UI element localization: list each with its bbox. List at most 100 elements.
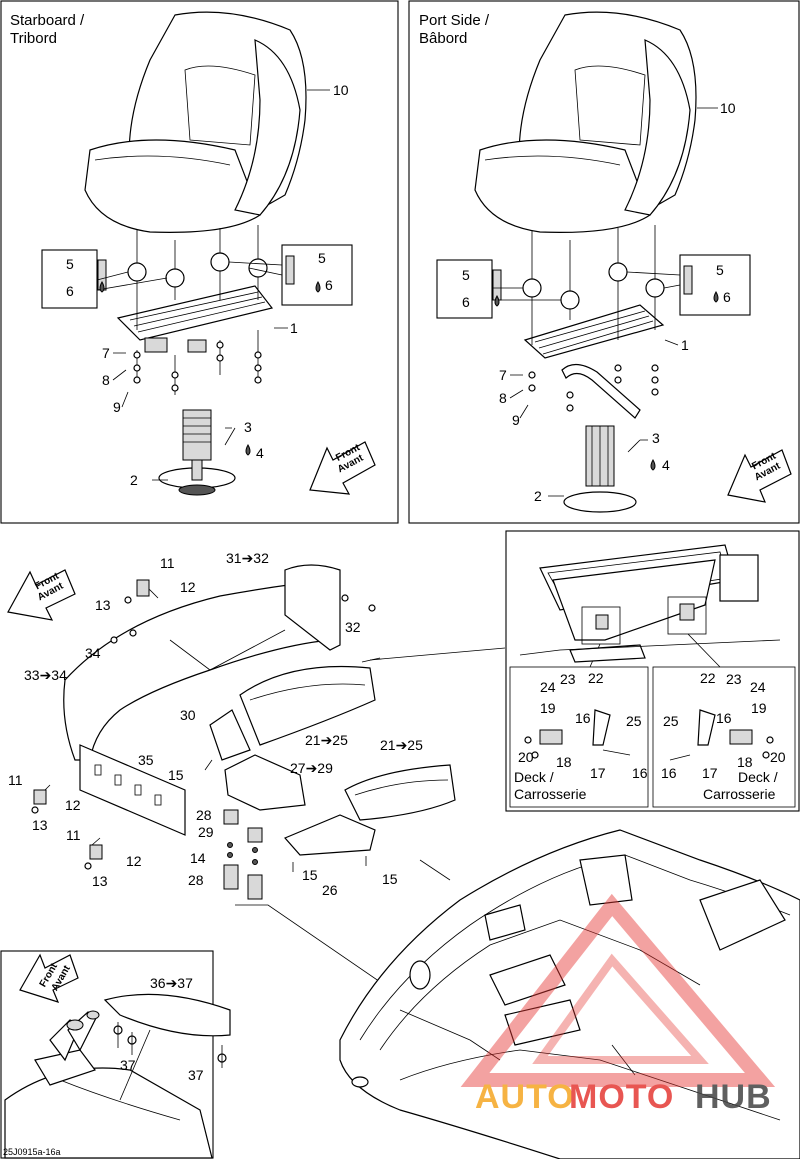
callout-30: 30	[180, 707, 196, 723]
inset-left-callout-24: 24	[540, 679, 556, 695]
port-seat-assembly	[436, 11, 751, 513]
callout-33-34: 33➔34	[24, 667, 67, 683]
callout-34: 34	[85, 645, 101, 661]
sb-callout-10: 10	[333, 82, 349, 98]
callout-15c: 15	[382, 871, 398, 887]
sb-callout-5r: 5	[318, 250, 326, 266]
port-callouts: 10 5 6 5 6 1 7 8 9 3 4 2	[462, 100, 736, 504]
drawing-code: 25J0915a-16a	[3, 1147, 61, 1157]
callout-11c: 11	[66, 827, 81, 843]
port-callout-7: 7	[499, 367, 507, 383]
inset-right-callout-22: 22	[700, 670, 716, 686]
inset-left-callout-18: 18	[556, 754, 572, 770]
front-arrow-icon: Front Avant	[7, 569, 76, 621]
middle-callouts: 11 12 13 31➔32 32 34 33➔34 30 21➔25 21➔2…	[8, 550, 423, 898]
hatch-detail-right-frame	[652, 666, 796, 808]
watermark-part3: HUB	[695, 1078, 772, 1116]
console-inset-drawing: Front Avant	[4, 953, 231, 1159]
callout-15b: 15	[302, 867, 318, 883]
port-callout-10: 10	[720, 100, 736, 116]
sb-callout-5: 5	[66, 256, 74, 272]
callout-13a: 13	[95, 597, 111, 613]
inset-left-callout-19: 19	[540, 700, 556, 716]
port-callout-1: 1	[681, 337, 689, 353]
inset-right-callout-16b: 16	[661, 765, 677, 781]
callout-11a: 11	[160, 555, 175, 571]
sb-callout-8: 8	[102, 372, 110, 388]
callout-13b: 13	[32, 817, 48, 833]
inset-right-callout-25: 25	[663, 713, 679, 729]
callout-21-25b: 21➔25	[380, 737, 423, 753]
console-callouts: 36➔37 37 37	[120, 975, 204, 1083]
callout-28b: 28	[188, 872, 204, 888]
callout-26: 26	[322, 882, 338, 898]
callout-28a: 28	[196, 807, 212, 823]
callout-14: 14	[190, 850, 206, 866]
hatch-left-callouts: 24 23 22 19 16 25 20 18 17 16 Deck / Car…	[514, 670, 648, 802]
inset-left-callout-16a: 16	[575, 710, 591, 726]
callout-37b: 37	[188, 1067, 204, 1083]
callout-31-32: 31➔32	[226, 550, 269, 566]
callout-12b: 12	[65, 797, 81, 813]
sb-callout-4: 4	[256, 445, 264, 461]
watermark-part1: AUTO	[475, 1078, 575, 1116]
sb-callout-2: 2	[130, 472, 138, 488]
inset-right-callout-23: 23	[726, 671, 742, 687]
boat-hull-drawing	[339, 829, 800, 1159]
sb-callout-1: 1	[290, 320, 298, 336]
hatch-detail-left-frame	[509, 666, 649, 808]
port-callout-5r: 5	[716, 262, 724, 278]
port-callout-6: 6	[462, 294, 470, 310]
port-panel-frame	[408, 0, 800, 524]
inset-left-callout-16b: 16	[632, 765, 648, 781]
inset-left-callout-23: 23	[560, 671, 576, 687]
inset-right-callout-19: 19	[751, 700, 767, 716]
inset-right-deck-line2: Carrosserie	[703, 786, 776, 802]
port-title-line1: Port Side /	[419, 12, 490, 29]
sb-callout-3: 3	[244, 419, 252, 435]
starboard-title-line1: Starboard /	[10, 12, 85, 29]
callout-35: 35	[138, 752, 154, 768]
sb-callout-6r: 6	[325, 277, 333, 293]
starboard-panel-frame	[0, 0, 399, 524]
inset-left-callout-22: 22	[588, 670, 604, 686]
starboard-title-line2: Tribord	[10, 30, 57, 47]
front-arrow-icon: Front Avant	[727, 449, 792, 503]
callout-11b: 11	[8, 772, 23, 788]
automotohub-watermark: AUTO MOTO HUB	[460, 893, 776, 1116]
sb-callout-9: 9	[113, 399, 121, 415]
starboard-callouts: 10 5 6 5 6 1 7 8 9 3 4 2	[66, 82, 349, 488]
inset-right-callout-17: 17	[702, 765, 718, 781]
hatch-right-callouts: 22 23 24 25 16 19 18 20 16 17 Deck / Car…	[661, 670, 786, 802]
port-callout-9: 9	[512, 412, 520, 428]
hatch-inset-drawing	[519, 544, 781, 761]
callout-15a: 15	[168, 767, 184, 783]
callout-29: 29	[198, 824, 214, 840]
inset-right-callout-20: 20	[770, 749, 786, 765]
inset-right-callout-24: 24	[750, 679, 766, 695]
callout-12c: 12	[126, 853, 142, 869]
port-title-line2: Bâbord	[419, 30, 467, 47]
inset-right-callout-18: 18	[737, 754, 753, 770]
inset-right-deck-line1: Deck /	[738, 769, 778, 785]
callout-32: 32	[345, 619, 361, 635]
inset-left-deck-line2: Carrosserie	[514, 786, 587, 802]
port-callout-5: 5	[462, 267, 470, 283]
callout-37a: 37	[120, 1057, 136, 1073]
callout-21-25a: 21➔25	[305, 732, 348, 748]
sb-callout-7: 7	[102, 345, 110, 361]
port-callout-3: 3	[652, 430, 660, 446]
callout-12a: 12	[180, 579, 196, 595]
port-callout-2: 2	[534, 488, 542, 504]
front-arrow-icon: Front Avant	[309, 441, 376, 495]
port-callout-6r: 6	[723, 289, 731, 305]
inset-left-deck-line1: Deck /	[514, 769, 554, 785]
callout-13c: 13	[92, 873, 108, 889]
inset-left-callout-20: 20	[518, 749, 534, 765]
callout-27-29: 27➔29	[290, 760, 333, 776]
watermark-part2: MOTO	[569, 1078, 674, 1116]
sb-callout-6: 6	[66, 283, 74, 299]
inset-right-callout-16a: 16	[716, 710, 732, 726]
hatch-inset-frame	[505, 530, 800, 812]
